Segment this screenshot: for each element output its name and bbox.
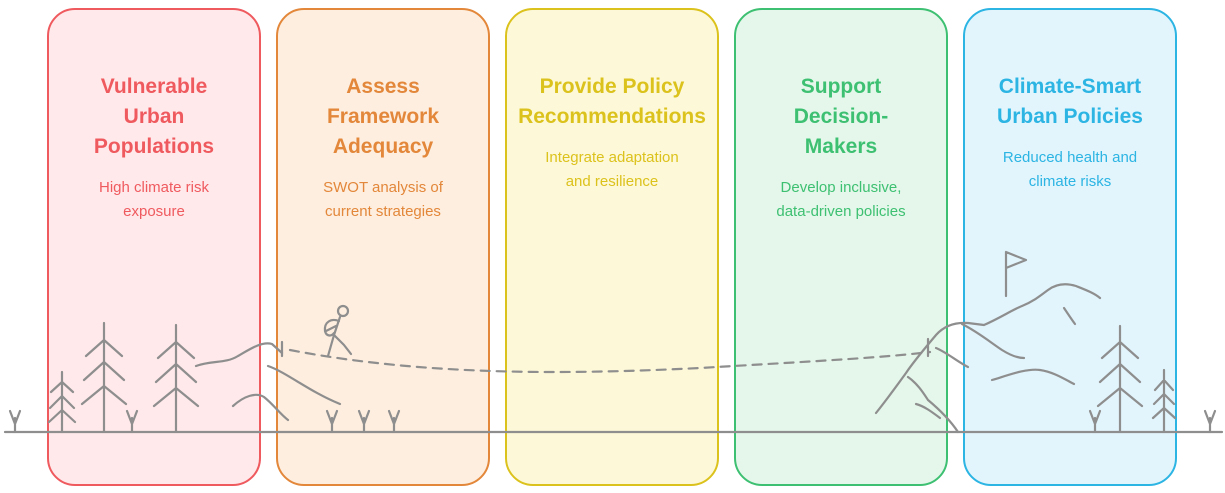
stage-title: Provide Policy Recommendations	[518, 75, 706, 128]
stage-card-assess-framework: Assess Framework Adequacy SWOT analysis …	[276, 8, 490, 486]
stage-description: High climate risk exposure	[98, 179, 210, 220]
stage-description: Integrate adaptation and resilience	[545, 149, 679, 190]
stage-card-support-decision-makers: Support Decision- Makers Develop inclusi…	[734, 8, 948, 486]
stage-description: Reduced health and climate risks	[1002, 149, 1138, 190]
stage-title: Assess Framework Adequacy	[326, 75, 440, 158]
stage-card-climate-smart-policies: Climate-Smart Urban Policies Reduced hea…	[963, 8, 1177, 486]
stage-card-policy-recommendations: Provide Policy Recommendations Integrate…	[505, 8, 719, 486]
stage-title: Support Decision- Makers	[793, 75, 889, 158]
stage-card-vulnerable-populations: Vulnerable Urban Populations High climat…	[47, 8, 261, 486]
stage-title: Climate-Smart Urban Policies	[997, 75, 1143, 128]
stage-description: Develop inclusive, data-driven policies	[776, 179, 906, 220]
stage-title: Vulnerable Urban Populations	[93, 75, 215, 158]
stage-description: SWOT analysis of current strategies	[323, 179, 443, 220]
